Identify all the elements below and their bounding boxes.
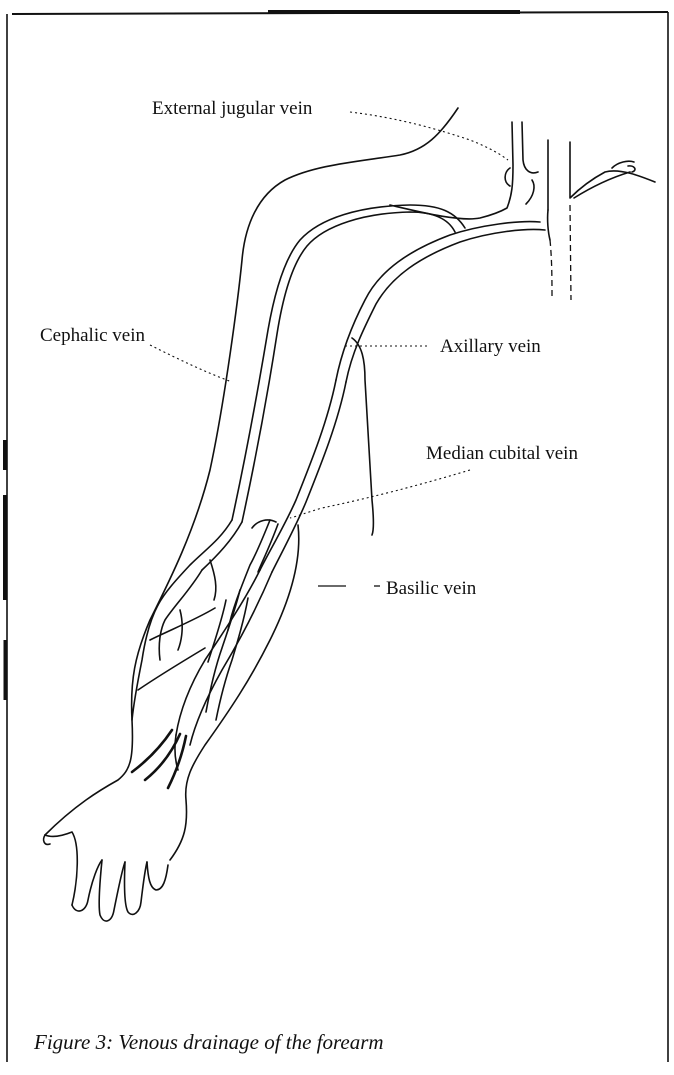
- neck-vessels: [390, 122, 655, 300]
- label-axillary-vein: Axillary vein: [440, 336, 541, 357]
- arm-outline: [45, 108, 458, 860]
- figure-caption: Figure 3: Venous drainage of the forearm: [33, 1030, 384, 1054]
- label-median-cubital-vein: Median cubital vein: [426, 443, 578, 464]
- hand: [44, 832, 168, 921]
- wrist-veins: [132, 730, 186, 788]
- frame-border: [5, 12, 668, 1062]
- label-cephalic-vein: Cephalic vein: [40, 325, 145, 346]
- arm-veins: [132, 205, 545, 745]
- label-basilic-vein: Basilic vein: [386, 578, 477, 599]
- label-external-jugular-vein: External jugular vein: [152, 98, 313, 119]
